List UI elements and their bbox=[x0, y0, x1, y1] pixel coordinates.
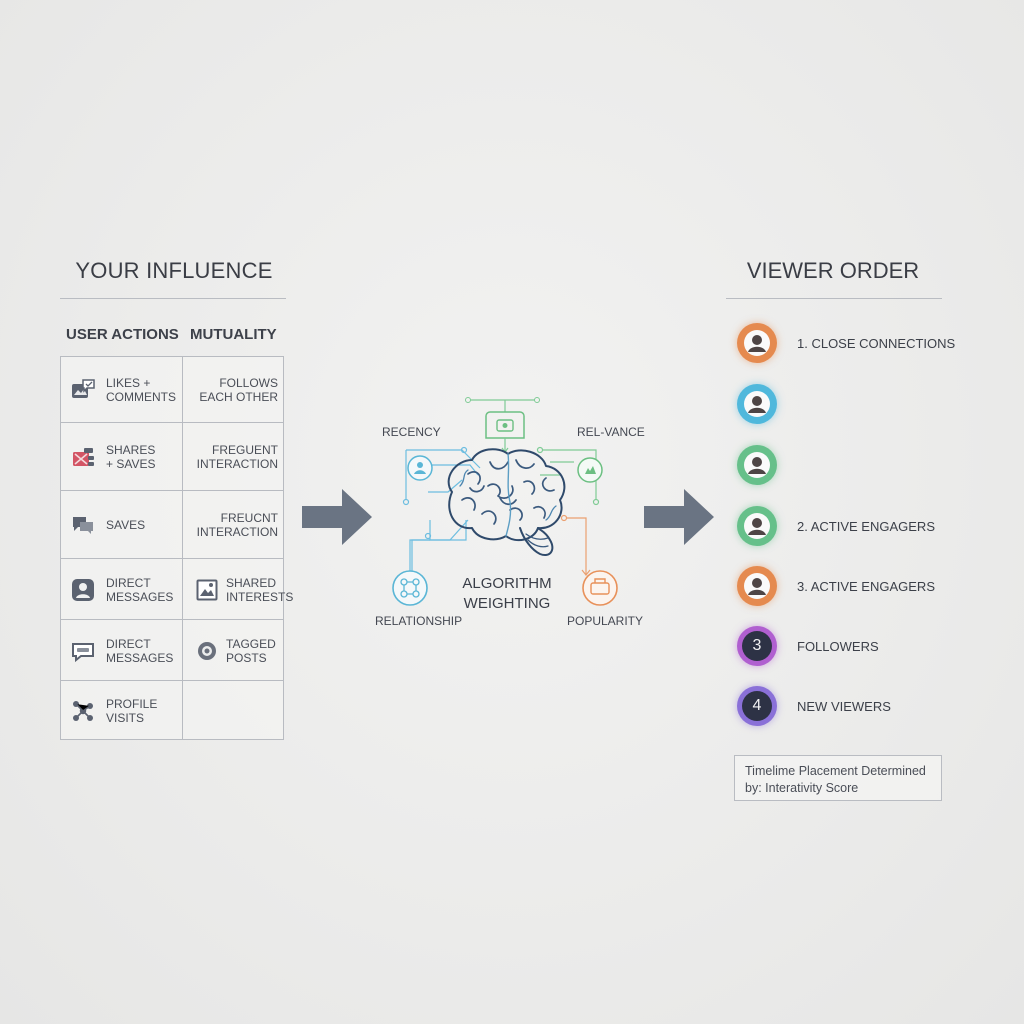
table-row: LIKES +COMMENTS bbox=[66, 358, 180, 422]
cell-label: LIKES + bbox=[106, 376, 151, 390]
person-badge-icon bbox=[72, 578, 94, 601]
viewer-label: 3. ACTIVE ENGAGERS bbox=[797, 579, 935, 594]
table-row: SHARES+ SAVES bbox=[66, 424, 180, 490]
viewer-avatar bbox=[737, 384, 777, 424]
person-icon bbox=[744, 391, 770, 417]
cell-label: VISITS bbox=[106, 711, 145, 725]
cell-label: POSTS bbox=[226, 650, 267, 665]
flow-arrow-icon bbox=[302, 489, 372, 545]
speech-bubbles-icon bbox=[73, 517, 93, 534]
table-row-divider bbox=[60, 619, 284, 620]
brain-icon bbox=[447, 448, 566, 556]
top-node-icon bbox=[465, 397, 540, 453]
cell-label: INTERACTION bbox=[196, 457, 278, 471]
shared-image-icon bbox=[196, 579, 218, 600]
left-title-divider bbox=[60, 298, 286, 299]
relevance-label: REL-VANCE bbox=[577, 425, 645, 439]
cell-label: + SAVES bbox=[106, 457, 156, 471]
cell-label: MESSAGES bbox=[106, 650, 174, 665]
table-row-divider bbox=[60, 558, 284, 559]
viewer-avatar bbox=[737, 566, 777, 606]
viewer-label: 1. CLOSE CONNECTIONS bbox=[797, 336, 956, 351]
person-icon bbox=[744, 513, 770, 539]
footnote-line: by: Interativity Score bbox=[745, 781, 859, 795]
relevance-node-icon bbox=[577, 457, 603, 483]
algorithm-weighting-label: ALGORITHM WEIGHTING bbox=[446, 574, 568, 614]
table-row-divider bbox=[60, 680, 284, 681]
share-save-icon bbox=[73, 448, 94, 466]
cell-label: SHARES bbox=[106, 443, 156, 457]
popularity-node-icon bbox=[582, 570, 618, 606]
viewer-label: FOLLOWERS bbox=[797, 639, 879, 654]
algorithm-label-line: ALGORITHM bbox=[462, 575, 552, 592]
mutuality-header: MUTUALITY bbox=[190, 326, 277, 343]
left-panel-title: YOUR INFLUENCE bbox=[75, 258, 273, 283]
algorithm-label-line: WEIGHTING bbox=[463, 595, 551, 612]
person-icon bbox=[744, 330, 770, 356]
cell-label: TAGGED bbox=[226, 636, 276, 651]
viewer-avatar bbox=[737, 323, 777, 363]
viewer-avatar: 4 bbox=[737, 686, 777, 726]
table-row-divider bbox=[60, 490, 284, 491]
cell-label: MESSAGES bbox=[106, 589, 174, 604]
viewer-label: 2. ACTIVE ENGAGERS bbox=[797, 519, 935, 534]
tag-location-icon bbox=[198, 641, 216, 660]
cell-label: PROFILE bbox=[106, 697, 158, 711]
person-icon bbox=[744, 452, 770, 478]
cell-label: DIRECT bbox=[106, 636, 151, 651]
viewer-rank-number: 4 bbox=[752, 697, 762, 714]
popularity-label: POPULARITY bbox=[567, 614, 644, 628]
recency-label: RECENCY bbox=[382, 425, 441, 439]
right-title-divider bbox=[726, 298, 942, 299]
table-row: SAVES bbox=[66, 492, 180, 558]
chat-image-icon bbox=[72, 379, 95, 398]
flow-arrow-icon bbox=[644, 489, 714, 545]
cell-label: FOLLOWS bbox=[219, 376, 278, 390]
message-bubble-icon bbox=[72, 642, 94, 662]
cell-label: INTERESTS bbox=[226, 589, 294, 604]
table-column-divider bbox=[182, 356, 183, 740]
person-icon bbox=[744, 573, 770, 599]
table-row-divider bbox=[60, 422, 284, 423]
network-icon bbox=[73, 701, 93, 721]
right-panel-title: VIEWER ORDER bbox=[746, 258, 920, 283]
viewer-avatar bbox=[737, 445, 777, 485]
cell-label: EACH OTHER bbox=[199, 390, 278, 404]
cell-label: FREGUENT bbox=[212, 443, 278, 457]
cell-label: COMMENTS bbox=[106, 390, 176, 404]
viewer-rank-number: 3 bbox=[752, 637, 762, 654]
cell-label: SHARED bbox=[226, 575, 277, 590]
viewer-label: NEW VIEWERS bbox=[797, 699, 891, 714]
algorithm-diagram bbox=[392, 397, 618, 606]
relationship-label: RELATIONSHIP bbox=[375, 614, 463, 628]
influence-table bbox=[60, 356, 284, 740]
cell-label: SAVES bbox=[106, 518, 146, 532]
viewer-avatar bbox=[737, 506, 777, 546]
cell-label: INTERACTION bbox=[196, 525, 278, 539]
relationship-network-icon bbox=[392, 570, 428, 606]
placement-footnote: Timelime Placement Determined by: Intera… bbox=[734, 755, 942, 801]
cell-label: FREUCNT bbox=[220, 511, 278, 525]
cell-label: DIRECT bbox=[106, 575, 151, 590]
user-actions-header: USER ACTIONS bbox=[66, 326, 179, 343]
footnote-line: Timelime Placement Determined bbox=[745, 764, 926, 778]
viewer-avatar: 3 bbox=[737, 626, 777, 666]
